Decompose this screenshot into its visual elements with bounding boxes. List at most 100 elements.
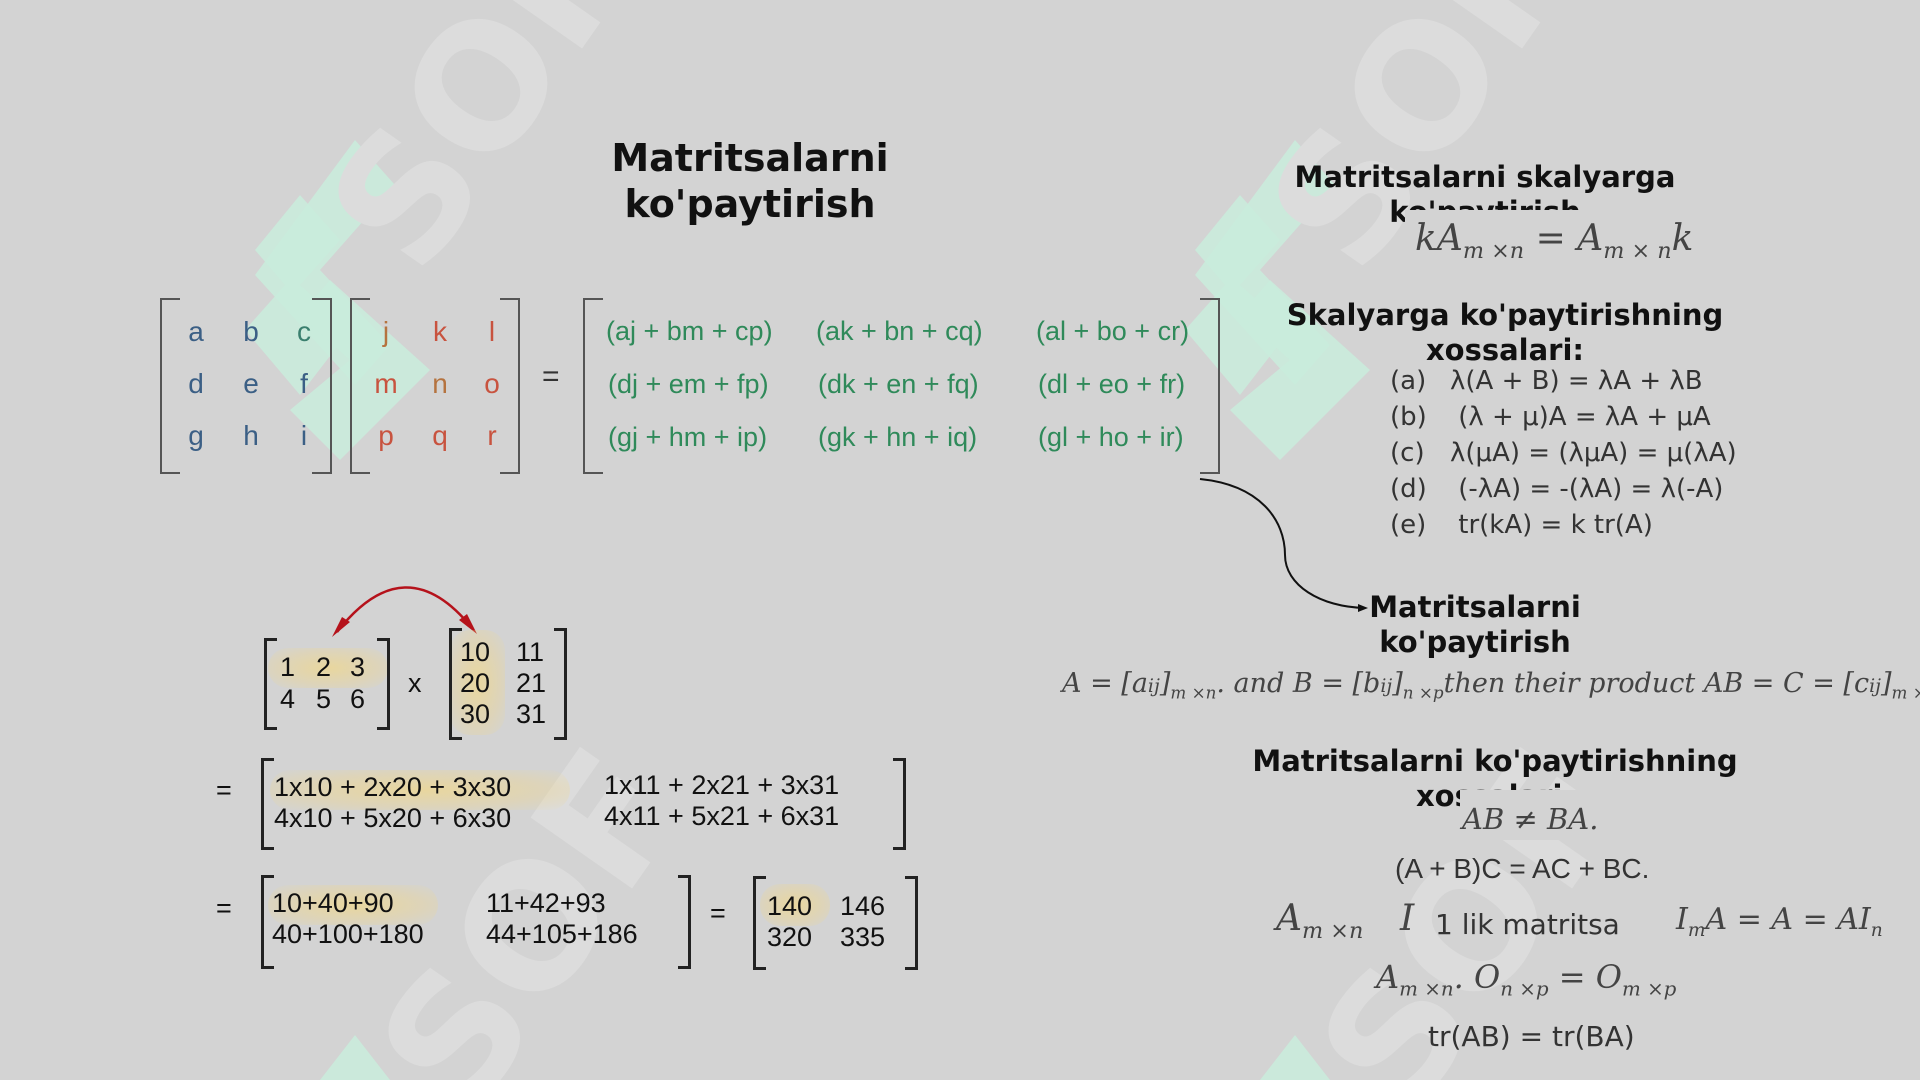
result-cell: (dj + em + fp)	[608, 369, 769, 399]
result-cell: (dk + en + fq)	[818, 369, 979, 399]
main-title-line1: Matritsalarni	[611, 136, 889, 180]
row-highlight	[268, 885, 438, 925]
property-item: (e) tr(kA) = k tr(A)	[1390, 510, 1653, 540]
matrix-cell: 1x11 + 2x21 + 3x31	[604, 770, 840, 800]
matrix-cell: 4x10 + 5x20 + 6x30	[274, 803, 512, 833]
matrix-cell: 140	[767, 891, 813, 921]
noncommutative-rule: AB ≠ BA.	[1462, 802, 1599, 836]
bracket-right	[312, 298, 332, 474]
identity-rule: ImA = A = AIn	[1676, 902, 1883, 941]
matrix-cell: 11	[516, 637, 545, 667]
property-item: (c)λ(μA) = (λμA) = μ(λA)	[1390, 438, 1737, 468]
bracket-right	[678, 875, 691, 969]
matrix-cell: 44+105+186	[486, 919, 638, 949]
bracket-left	[583, 298, 603, 474]
bracket-left	[160, 298, 180, 474]
matrix-cell: i	[300, 420, 308, 451]
matrix-cell: d	[188, 368, 204, 399]
matrix-cell: o	[484, 368, 500, 399]
bracket-left	[261, 875, 274, 969]
bracket-right	[377, 638, 390, 730]
multiplication-heading-line2: ko'paytirish	[1379, 624, 1571, 659]
matrix-cell: 31	[516, 699, 547, 729]
matrix-cell: 320	[767, 922, 813, 952]
equals-sign: =	[216, 893, 232, 923]
matrix-cell: n	[432, 368, 448, 399]
main-title-line2: ko'paytirish	[624, 181, 876, 226]
bracket-left	[261, 758, 274, 850]
matrix-cell: 2	[316, 652, 332, 682]
matrix-cell: h	[243, 420, 259, 451]
matrix-cell: g	[188, 420, 204, 451]
matrix-cell: 10	[460, 637, 491, 667]
sof-logo-icon	[320, 1035, 390, 1080]
matrix-cell: e	[243, 368, 259, 399]
zero-matrix-rule: Am ×n. On ×p = Om ×p	[1376, 958, 1677, 1001]
bracket-left	[753, 876, 766, 970]
matrix-cell: 3	[350, 652, 366, 682]
result-cell: (al + bo + cr)	[1036, 316, 1190, 346]
scalar-formula: kAm ×n = Am × nk	[1415, 218, 1694, 265]
property-item: (b) (λ + μ)A = λA + μA	[1390, 402, 1711, 432]
scalar-heading-line1: Matritsalarni skalyarga	[1294, 160, 1676, 194]
matrix-cell: r	[487, 420, 497, 451]
identity-matrix-a: Am ×n	[1276, 898, 1364, 945]
property-item: (a)λ(A + B) = λA + λB	[1390, 366, 1703, 396]
matrix-cell: f	[300, 368, 308, 399]
matrix-cell: m	[374, 368, 398, 399]
matrix-cell: k	[433, 316, 447, 347]
trace-rule: tr(AB) = tr(BA)	[1428, 1020, 1635, 1053]
matrix-cell: q	[432, 420, 448, 451]
multiplication-heading: Matritsalarni ko'paytirish	[1340, 590, 1610, 660]
scalar-properties-heading-line2: xossalari:	[1425, 332, 1585, 367]
result-cell: (gl + ho + ir)	[1038, 422, 1184, 452]
bracket-left	[264, 638, 277, 730]
identity-symbol: I	[1400, 898, 1415, 939]
scalar-properties-heading: Skalyarga ko'paytirishning xossalari:	[1280, 298, 1730, 368]
equals-sign: =	[710, 898, 726, 928]
overlap-mask	[1405, 210, 1695, 270]
main-title: Matritsalarni ko'paytirish	[600, 136, 900, 227]
column-highlight	[450, 630, 505, 735]
result-cell: (dl + eo + fr)	[1038, 369, 1186, 399]
bracket-right	[500, 298, 520, 474]
sof-logo-icon	[245, 140, 430, 460]
matrix-cell: p	[378, 420, 394, 451]
bracket-left	[350, 298, 370, 474]
bracket-right	[554, 628, 567, 740]
bracket-right	[1200, 298, 1220, 474]
multiplication-heading-line1: Matritsalarni	[1369, 590, 1581, 624]
matrix-cell: 1x10 + 2x20 + 3x30	[274, 772, 512, 802]
matrix-cell: 20	[460, 668, 491, 698]
bracket-left	[449, 628, 462, 740]
sof-logo-icon	[1260, 1035, 1330, 1080]
times-sign: x	[408, 668, 422, 698]
equals-sign: =	[216, 775, 232, 805]
multiplication-properties-heading-line1: Matritsalarni ko'paytirishning	[1252, 744, 1738, 778]
matrix-cell: 11+42+93	[486, 888, 606, 918]
matrix-cell: 10+40+90	[272, 888, 394, 918]
matrix-cell: j	[382, 316, 390, 347]
row-highlight	[268, 648, 388, 688]
row-highlight	[270, 770, 570, 810]
matrix-cell: 146	[840, 891, 886, 921]
property-item: (d) (-λA) = -(λA) = λ(-A)	[1390, 474, 1724, 504]
matrix-cell: 6	[350, 684, 366, 714]
result-cell: (gk + hn + iq)	[818, 422, 978, 452]
matrix-cell: 335	[840, 922, 886, 952]
bracket-right	[893, 758, 906, 850]
matrix-cell: c	[297, 316, 311, 347]
matrix-cell: 4x11 + 5x21 + 6x31	[604, 801, 840, 831]
matrix-cell: 5	[316, 684, 332, 714]
result-cell: (ak + bn + cq)	[816, 316, 983, 346]
matrix-cell: 1	[280, 652, 296, 682]
matrix-cell: a	[188, 316, 204, 347]
bracket-right	[905, 876, 918, 970]
matrix-cell: b	[243, 316, 259, 347]
matrix-cell: l	[488, 316, 496, 347]
matrix-cell: 30	[460, 699, 491, 729]
product-definition: A = [aij]m ×n. and B = [bij]n ×pthen the…	[1062, 668, 1920, 703]
distributive-rule: (A + B)C = AC + BC.	[1395, 853, 1650, 884]
overlap-mask	[1460, 790, 1660, 840]
scalar-properties-heading-line1: Skalyarga ko'paytirishning	[1286, 298, 1724, 332]
